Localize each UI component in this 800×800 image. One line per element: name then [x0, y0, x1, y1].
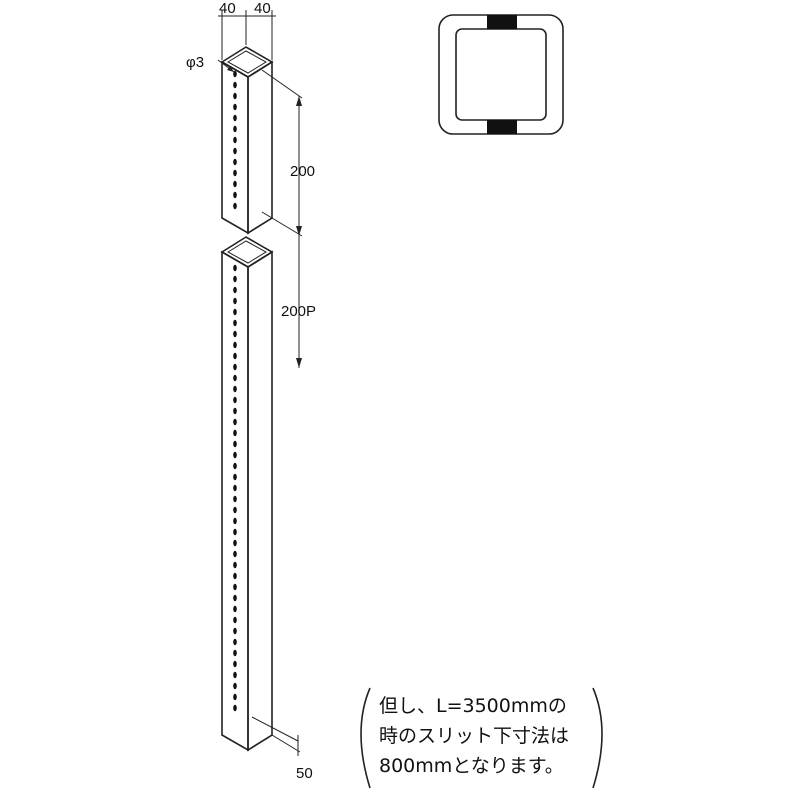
note-line-3: 800mmとなります。: [379, 755, 564, 777]
slot-hole: [233, 275, 237, 283]
bottom-offset-dimension: 50: [251, 716, 313, 782]
slot-hole: [233, 385, 237, 393]
slot-bottom-marker: [487, 120, 517, 134]
slot-hole: [233, 550, 237, 558]
slot-hole: [233, 682, 237, 690]
slot-holes-upper: [233, 70, 237, 210]
slot-hole: [233, 319, 237, 327]
slot-hole: [233, 92, 237, 100]
slot-hole: [233, 484, 237, 492]
slot-hole: [233, 297, 237, 305]
pitch-repeat-dimension: 200P: [281, 236, 316, 368]
pitch-dimension: 200: [261, 69, 315, 237]
slot-hole: [233, 506, 237, 514]
slot-hole: [233, 147, 237, 155]
slot-hole: [233, 407, 237, 415]
slot-hole: [233, 451, 237, 459]
slot-holes-lower: [233, 264, 237, 712]
slot-hole: [233, 330, 237, 338]
width-left-label: 40: [219, 0, 236, 17]
pitch-label: 200P: [281, 303, 316, 320]
slot-hole: [233, 561, 237, 569]
slot-hole: [233, 594, 237, 602]
slot-hole: [233, 308, 237, 316]
slot-hole: [233, 627, 237, 635]
slot-hole: [233, 572, 237, 580]
slot-hole: [233, 202, 237, 210]
width-right-label: 40: [254, 0, 271, 17]
slot-hole: [233, 440, 237, 448]
slot-hole: [233, 528, 237, 536]
slot-hole: [233, 495, 237, 503]
slot-hole: [233, 638, 237, 646]
slot-top-marker: [487, 15, 517, 29]
slot-hole: [233, 125, 237, 133]
slot-hole: [233, 81, 237, 89]
slot-hole: [233, 693, 237, 701]
bottom-offset-label: 50: [296, 765, 313, 782]
pitch-length-label: 200: [290, 163, 315, 180]
note-line-1: 但し、L=3500mmの: [379, 695, 567, 717]
slot-hole: [233, 114, 237, 122]
slot-hole: [233, 605, 237, 613]
width-dimension: 40 40: [218, 0, 276, 60]
slot-hole: [233, 191, 237, 199]
slot-hole: [233, 429, 237, 437]
slot-hole: [233, 396, 237, 404]
slot-hole: [233, 616, 237, 624]
slot-hole: [233, 649, 237, 657]
slot-hole: [233, 462, 237, 470]
slot-hole: [233, 158, 237, 166]
slot-hole: [233, 136, 237, 144]
slot-hole: [233, 660, 237, 668]
slot-hole: [233, 473, 237, 481]
slot-hole: [233, 539, 237, 547]
slot-hole: [233, 169, 237, 177]
upper-post-segment: [220, 46, 274, 235]
slot-hole: [233, 363, 237, 371]
hole-diameter-callout: φ3: [186, 54, 235, 73]
slot-hole: [233, 103, 237, 111]
slot-hole: [233, 517, 237, 525]
note-line-2: 時のスリット下寸法は: [379, 725, 569, 747]
slot-hole: [233, 352, 237, 360]
slot-hole: [233, 374, 237, 382]
slot-hole: [233, 180, 237, 188]
slot-hole: [233, 583, 237, 591]
hole-diameter-label: φ3: [186, 54, 204, 71]
slot-hole: [233, 704, 237, 712]
slot-hole: [233, 264, 237, 272]
cross-section-view: [438, 14, 564, 135]
lower-post-segment: [220, 236, 274, 752]
slot-hole: [233, 286, 237, 294]
slot-hole: [233, 418, 237, 426]
slot-hole: [233, 341, 237, 349]
slot-hole: [233, 70, 237, 78]
note-block: 但し、L=3500mmの 時のスリット下寸法は 800mmとなります。: [360, 687, 603, 789]
slot-hole: [233, 671, 237, 679]
